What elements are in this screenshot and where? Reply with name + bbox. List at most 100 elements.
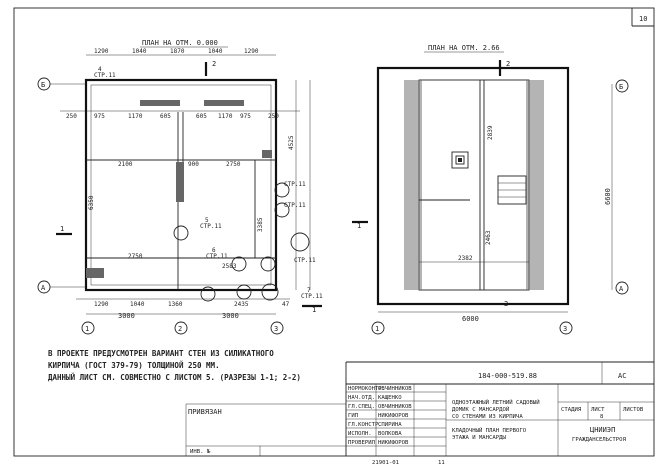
dim-top-4: 1290 xyxy=(244,48,259,55)
note-line-1: В ПРОЕКТЕ ПРЕДУСМОТРЕН ВАРИАНТ СТЕН ИЗ С… xyxy=(48,349,274,358)
callout-6: 6 xyxy=(212,247,216,254)
sheet-value: 8 xyxy=(600,414,604,420)
dim-row2-3: 605 xyxy=(160,113,171,120)
dim-bottom-1: 1040 xyxy=(130,301,145,308)
title-block: 184-000-519.88 АС НОРМОКОНТР.ОВЧИННИКОВН… xyxy=(185,361,654,466)
svg-text:СТР.11: СТР.11 xyxy=(284,181,306,188)
dim-bottom-3000-b: 3000 xyxy=(222,312,239,320)
plan-left-title: ПЛАН НА ОТМ. 0.000 xyxy=(142,39,218,47)
doc-code: 184-000-519.88 xyxy=(478,372,537,380)
svg-text:СТР.11: СТР.11 xyxy=(301,293,323,300)
note-line-3: ДАННЫЙ ЛИСТ СМ. СОВМЕСТНО С ЛИСТОМ 5. (Р… xyxy=(48,373,301,382)
callout-7: 7 xyxy=(307,287,311,294)
attic-row-B: Б xyxy=(619,83,623,91)
project-title-2: ДОМИК С МАНСАРДОЙ xyxy=(452,406,509,413)
sheet-number: 10 xyxy=(639,15,647,23)
dim-right-2: 3385 xyxy=(257,217,264,232)
dim-row2-5: 1170 xyxy=(218,113,233,120)
dim-lower-2: 2583 xyxy=(222,263,237,270)
outer-walls xyxy=(84,78,278,292)
tb-name-2: ОВЧИННИКОВ xyxy=(378,404,412,410)
dim-row2-2: 1170 xyxy=(128,113,143,120)
dim-row2-6: 975 xyxy=(240,113,251,120)
svg-text:СТР.11: СТР.11 xyxy=(284,202,306,209)
dim-bottom-4: 47 xyxy=(282,301,290,308)
axis-1: 1 xyxy=(85,325,89,333)
dim-top-3: 1040 xyxy=(208,48,223,55)
section-1-left: 1 xyxy=(60,225,64,233)
dim-left-1: 6350 xyxy=(88,195,95,210)
plan-attic: ПЛАН НА ОТМ. 2.66 2839 2382 2463 6600 60… xyxy=(352,44,629,335)
callout-4-sub: СТР.11 xyxy=(94,72,116,79)
project-title-3: СО СТЕНАМИ ИЗ КИРПИЧА xyxy=(452,414,523,420)
tb-name-0: ОВЧИННИКОВ xyxy=(378,386,412,392)
dim-row2-1: 975 xyxy=(94,113,105,120)
attic-axis-3: 3 xyxy=(563,325,567,333)
svg-text:СТР.11: СТР.11 xyxy=(206,253,228,260)
row-mark-A: А xyxy=(41,284,46,292)
attic-dim-6600: 6600 xyxy=(604,188,612,205)
sheets-header: ЛИСТОВ xyxy=(623,407,644,413)
sheet-header: ЛИСТ xyxy=(591,407,605,413)
dim-bottom-3: 2435 xyxy=(234,301,249,308)
attic-dim-3: 2463 xyxy=(485,230,492,245)
dim-top-0: 1290 xyxy=(94,48,109,55)
project-title-1: ОДНОЭТАЖНЫЙ ЛЕТНИЙ САДОВЫЙ xyxy=(452,399,540,406)
callout-5: 5 xyxy=(205,217,209,224)
dim-mid-2: 900 xyxy=(188,161,199,168)
note-line-2: КИРПИЧА (ГОСТ 379-79) ТОЛЩИНОЙ 250 ММ. xyxy=(48,361,220,370)
callout-4: 4 xyxy=(98,66,102,73)
sheet-title-2: ЭТАЖА И МАНСАРДЫ xyxy=(452,435,507,441)
svg-text:СТР.11: СТР.11 xyxy=(200,223,222,230)
tb-role-5: ИСПОЛН. xyxy=(348,431,372,437)
tb-name-1: КАЩЕНКО xyxy=(378,395,402,401)
tb-role-0: НОРМОКОНТР. xyxy=(348,386,385,392)
sheet-title-1: КЛАДОЧНЫЙ ПЛАН ПЕРВОГО xyxy=(452,427,527,434)
attic-section-2-top: 2 xyxy=(506,60,510,68)
row-mark-B: Б xyxy=(41,81,45,89)
inv-number: ИНВ. № xyxy=(190,449,211,455)
tb-role-2: ГЛ.СПЕЦ. xyxy=(348,404,375,410)
dim-mid-1: 2100 xyxy=(118,161,133,168)
sheet-border xyxy=(13,7,655,457)
dim-lower-1: 2750 xyxy=(128,253,143,260)
dim-top-1: 1040 xyxy=(132,48,147,55)
dim-row2-7: 250 xyxy=(268,113,279,120)
dim-right-1: 4525 xyxy=(288,135,295,150)
axis-2: 2 xyxy=(178,325,182,333)
dim-bottom-2: 1360 xyxy=(168,301,183,308)
tb-role-4: ГЛ.КОНСТР. xyxy=(348,422,382,428)
attic-axis-1: 1 xyxy=(375,325,379,333)
svg-text:СТР.11: СТР.11 xyxy=(294,257,316,264)
attic-dim-6000: 6000 xyxy=(462,315,479,323)
dim-top-2: 1870 xyxy=(170,48,185,55)
plan-right-title: ПЛАН НА ОТМ. 2.66 xyxy=(428,44,500,52)
section-code: АС xyxy=(618,372,626,380)
org-2: ГРАЖДАНСЕЛЬСТРОЯ xyxy=(572,437,627,443)
footer-code: 21901-01 xyxy=(372,460,399,466)
tb-role-3: ГИП xyxy=(348,413,358,419)
tb-name-4: СПИРИНА xyxy=(378,422,402,428)
tb-name-5: ВОЛКОВА xyxy=(378,431,402,437)
attic-section-2-bottom: 2 xyxy=(504,300,508,308)
dim-mid-3: 2750 xyxy=(226,161,241,168)
dim-row2-4: 605 xyxy=(196,113,207,120)
attic-dim-2: 2382 xyxy=(458,255,473,262)
section-1-right: 1 xyxy=(312,306,316,314)
privyazan: ПРИВЯЗАН xyxy=(188,408,222,416)
stage-header: СТАДИЯ xyxy=(561,407,582,413)
org-1: ЦНИИЭП xyxy=(590,426,615,434)
tb-role-1: НАЧ.ОТД. xyxy=(348,395,375,401)
attic-row-A: А xyxy=(619,285,624,293)
dim-row2-0: 250 xyxy=(66,113,77,120)
tb-name-6: НИКИФОРОВ xyxy=(378,440,409,446)
dim-bottom-0: 1290 xyxy=(94,301,109,308)
tb-name-3: НИКИФОРОВ xyxy=(378,413,409,419)
dim-bottom-3000-a: 3000 xyxy=(118,312,135,320)
axis-3: 3 xyxy=(274,325,278,333)
footer-num: 11 xyxy=(438,460,445,466)
tb-role-6: ПРОВЕРИЛ xyxy=(348,440,375,446)
